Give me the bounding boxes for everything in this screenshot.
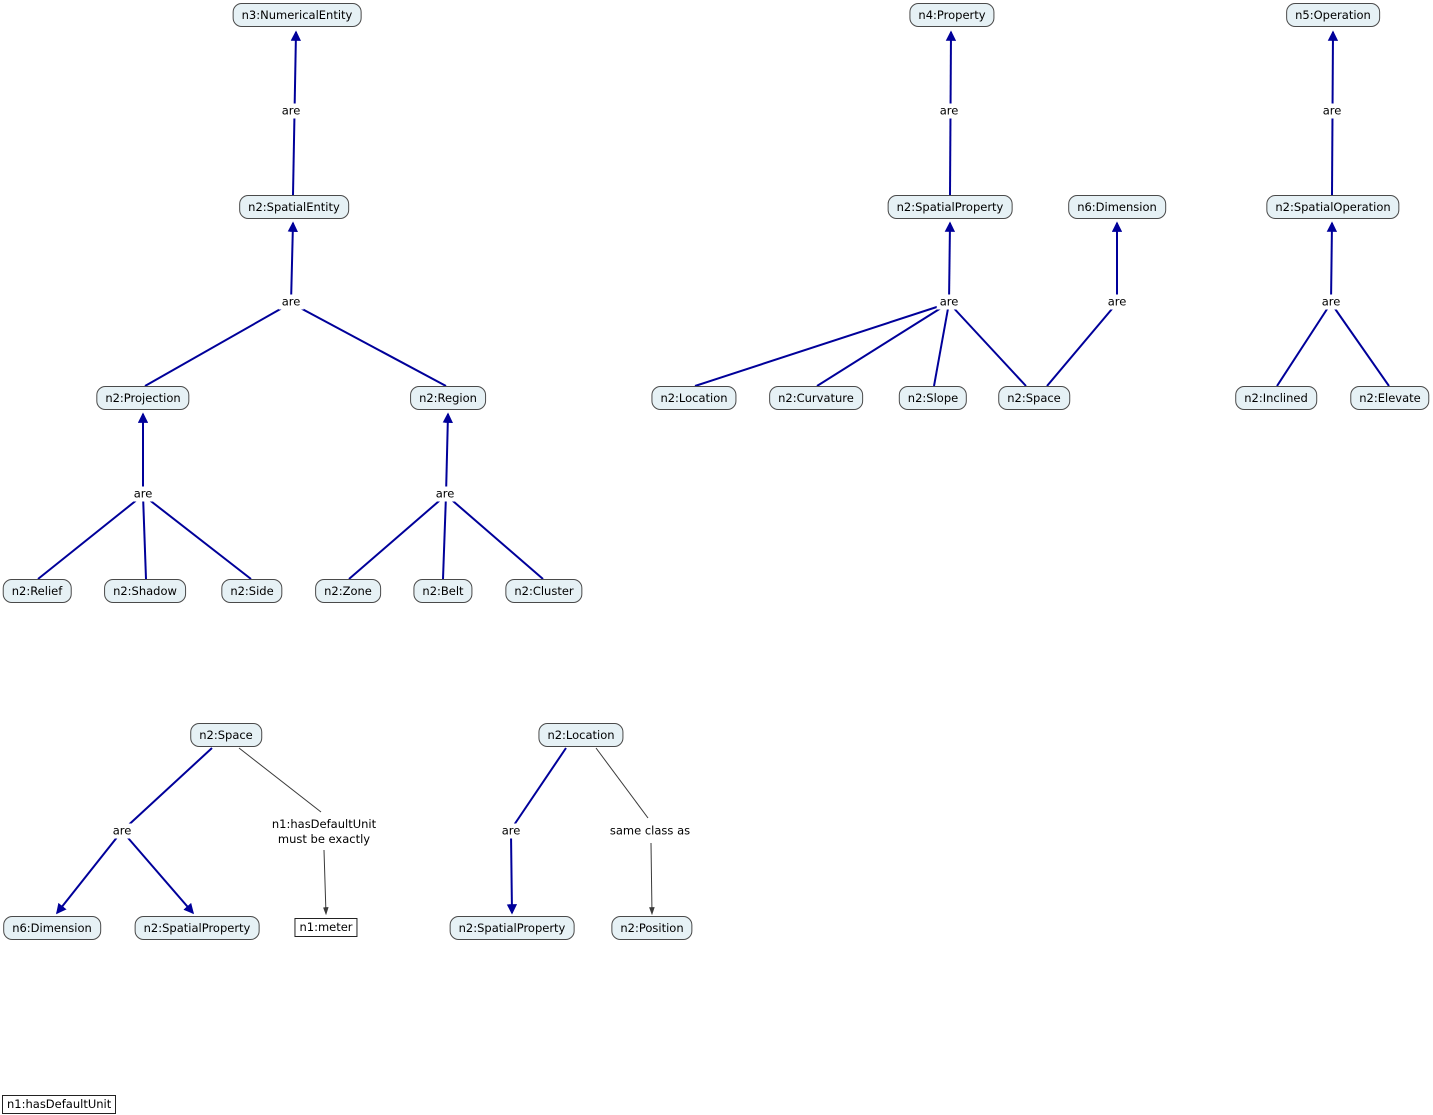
slot-edge: [238, 747, 322, 813]
node-dimension-2[interactable]: n6:Dimension: [3, 916, 101, 940]
node-meter[interactable]: n1:meter: [294, 918, 358, 937]
isa-edge: [694, 302, 950, 387]
node-slope[interactable]: n2:Slope: [898, 386, 968, 410]
edge-label-has-default-unit: n1:hasDefaultUnit must be exactly: [268, 817, 380, 847]
isa-edge: [142, 494, 252, 580]
slot-edges: [238, 747, 655, 916]
node-spatial-property-3[interactable]: n2:SpatialProperty: [449, 916, 575, 940]
isa-edge: [933, 302, 950, 387]
node-inclined[interactable]: n2:Inclined: [1235, 386, 1317, 410]
isa-edge: [944, 221, 956, 304]
node-space-2[interactable]: n2:Space: [190, 723, 262, 747]
edge-label-same-class-as: same class as: [606, 823, 694, 839]
isa-edge: [287, 221, 298, 304]
isa-edge: [445, 494, 544, 580]
node-location-2[interactable]: n2:Location: [538, 723, 624, 747]
isa-edge: [1330, 302, 1390, 387]
edge-label-are: are: [1318, 294, 1344, 310]
node-spatial-property[interactable]: n2:SpatialProperty: [887, 195, 1013, 219]
isa-edge: [1046, 302, 1118, 387]
isa-edge: [506, 833, 518, 915]
edge-label-are: are: [936, 103, 962, 119]
node-projection[interactable]: n2:Projection: [96, 386, 190, 410]
edge-label-are: are: [109, 823, 135, 839]
node-spatial-property-2[interactable]: n2:SpatialProperty: [134, 916, 260, 940]
slot-edge: [322, 849, 329, 916]
node-property[interactable]: n4:Property: [909, 3, 995, 27]
edge-label-are: are: [130, 486, 156, 502]
edge-label-are: are: [936, 294, 962, 310]
node-spatial-entity[interactable]: n2:SpatialEntity: [239, 195, 349, 219]
isa-edge: [144, 302, 292, 387]
node-zone[interactable]: n2:Zone: [315, 579, 381, 603]
node-side[interactable]: n2:Side: [221, 579, 283, 603]
edge-label-are: are: [1104, 294, 1130, 310]
node-operation[interactable]: n5:Operation: [1286, 3, 1380, 27]
edge-label-has-default-unit-line1: n1:hasDefaultUnit: [271, 817, 377, 831]
isa-edge: [348, 494, 447, 580]
isa-edge: [37, 494, 144, 580]
node-curvature[interactable]: n2:Curvature: [769, 386, 863, 410]
isa-edge: [1276, 302, 1332, 387]
edge-label-has-default-unit-line2: must be exactly: [277, 832, 371, 846]
slot-edge: [595, 747, 649, 819]
isa-edge: [442, 412, 453, 496]
legend-has-default-unit: n1:hasDefaultUnit: [2, 1095, 117, 1114]
node-belt[interactable]: n2:Belt: [413, 579, 473, 603]
edge-label-are: are: [498, 823, 524, 839]
edge-label-are: are: [1319, 103, 1345, 119]
isa-edge: [1326, 221, 1338, 304]
node-elevate[interactable]: n2:Elevate: [1350, 386, 1430, 410]
edge-label-are: are: [278, 294, 304, 310]
isa-edges: [37, 30, 1390, 915]
node-spatial-operation[interactable]: n2:SpatialOperation: [1266, 195, 1400, 219]
slot-edge: [649, 842, 655, 916]
isa-edge: [511, 747, 567, 829]
node-space[interactable]: n2:Space: [998, 386, 1070, 410]
node-numerical-entity[interactable]: n3:NumericalEntity: [232, 3, 362, 27]
isa-edge: [56, 830, 123, 915]
isa-edge: [290, 302, 447, 387]
edge-label-are: are: [278, 103, 304, 119]
node-cluster[interactable]: n2:Cluster: [505, 579, 583, 603]
node-dimension[interactable]: n6:Dimension: [1068, 195, 1166, 219]
node-location[interactable]: n2:Location: [651, 386, 737, 410]
isa-edge: [816, 302, 950, 387]
edge-label-are: are: [432, 486, 458, 502]
node-relief[interactable]: n2:Relief: [2, 579, 72, 603]
node-region[interactable]: n2:Region: [410, 386, 486, 410]
isa-edge: [121, 830, 195, 915]
isa-edge: [948, 302, 1027, 387]
isa-edge: [142, 494, 147, 580]
isa-edge: [121, 747, 213, 832]
node-position[interactable]: n2:Position: [611, 916, 693, 940]
node-shadow[interactable]: n2:Shadow: [104, 579, 186, 603]
isa-edge: [442, 494, 447, 580]
